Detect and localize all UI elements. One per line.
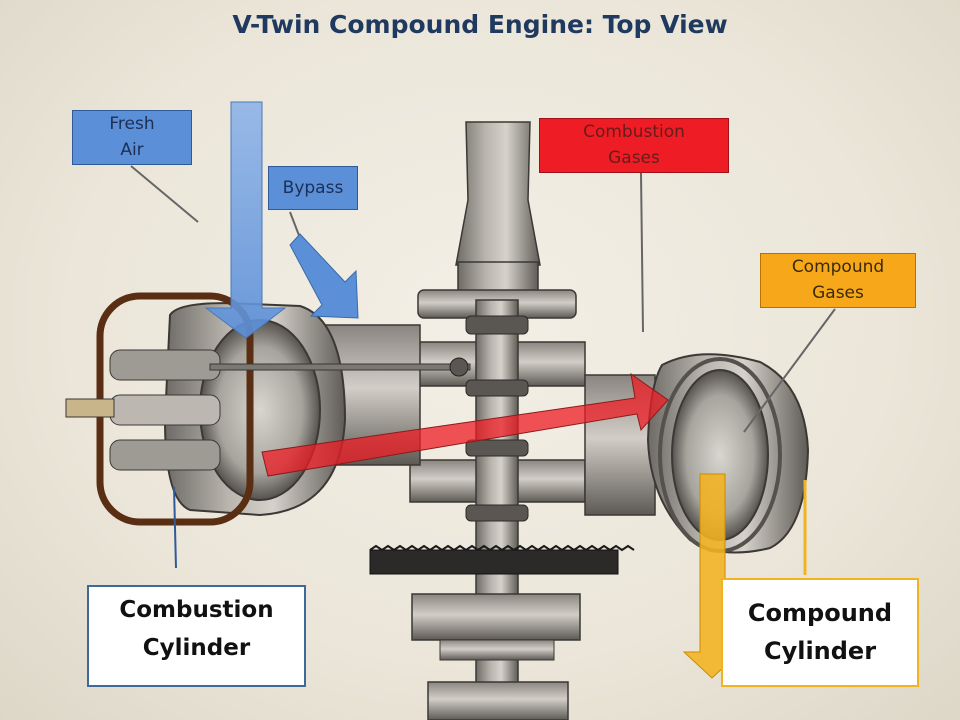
- compound-cylinder-assembly: [584, 353, 810, 554]
- fresh-air-label-line1: Fresh: [109, 114, 155, 134]
- combustion-cylinder-label: Combustion Cylinder: [87, 585, 306, 687]
- combustion-gases-leader: [640, 172, 644, 333]
- arrow-right-icon: [261, 372, 669, 477]
- timing-gear: [369, 544, 635, 575]
- fresh-air-label: Fresh Air: [72, 110, 192, 165]
- compound-gases-label: Compound Gases: [760, 253, 916, 308]
- combustion-gases-label-line2: Gases: [608, 148, 660, 168]
- bypass-leader: [289, 211, 301, 239]
- arrow-diagonal-icon: [289, 233, 359, 319]
- combustion-cylinder-leader: [173, 486, 177, 569]
- compound-cylinder-label-line1: Compound: [747, 599, 893, 627]
- fresh-air-leader: [130, 165, 199, 223]
- diagram-title: V-Twin Compound Engine: Top View: [232, 10, 728, 39]
- bypass-label: Bypass: [268, 166, 358, 210]
- fresh-air-label-line2: Air: [120, 140, 144, 160]
- spark-plug: [65, 398, 115, 418]
- combustion-gases-label-line1: Combustion: [583, 122, 685, 142]
- compound-cylinder-label: Compound Cylinder: [721, 578, 919, 687]
- compound-cylinder-label-line2: Cylinder: [763, 637, 877, 665]
- combustion-cylinder-label-line1: Combustion: [119, 597, 274, 623]
- arrow-down-icon: [204, 101, 287, 339]
- compound-gases-label-line2: Gases: [812, 283, 864, 303]
- compound-gases-leader: [743, 308, 836, 433]
- bypass-label-text: Bypass: [282, 178, 344, 198]
- compound-gases-label-line1: Compound: [791, 257, 885, 277]
- combustion-cylinder-label-line2: Cylinder: [142, 635, 251, 661]
- combustion-gases-label: Combustion Gases: [539, 118, 729, 173]
